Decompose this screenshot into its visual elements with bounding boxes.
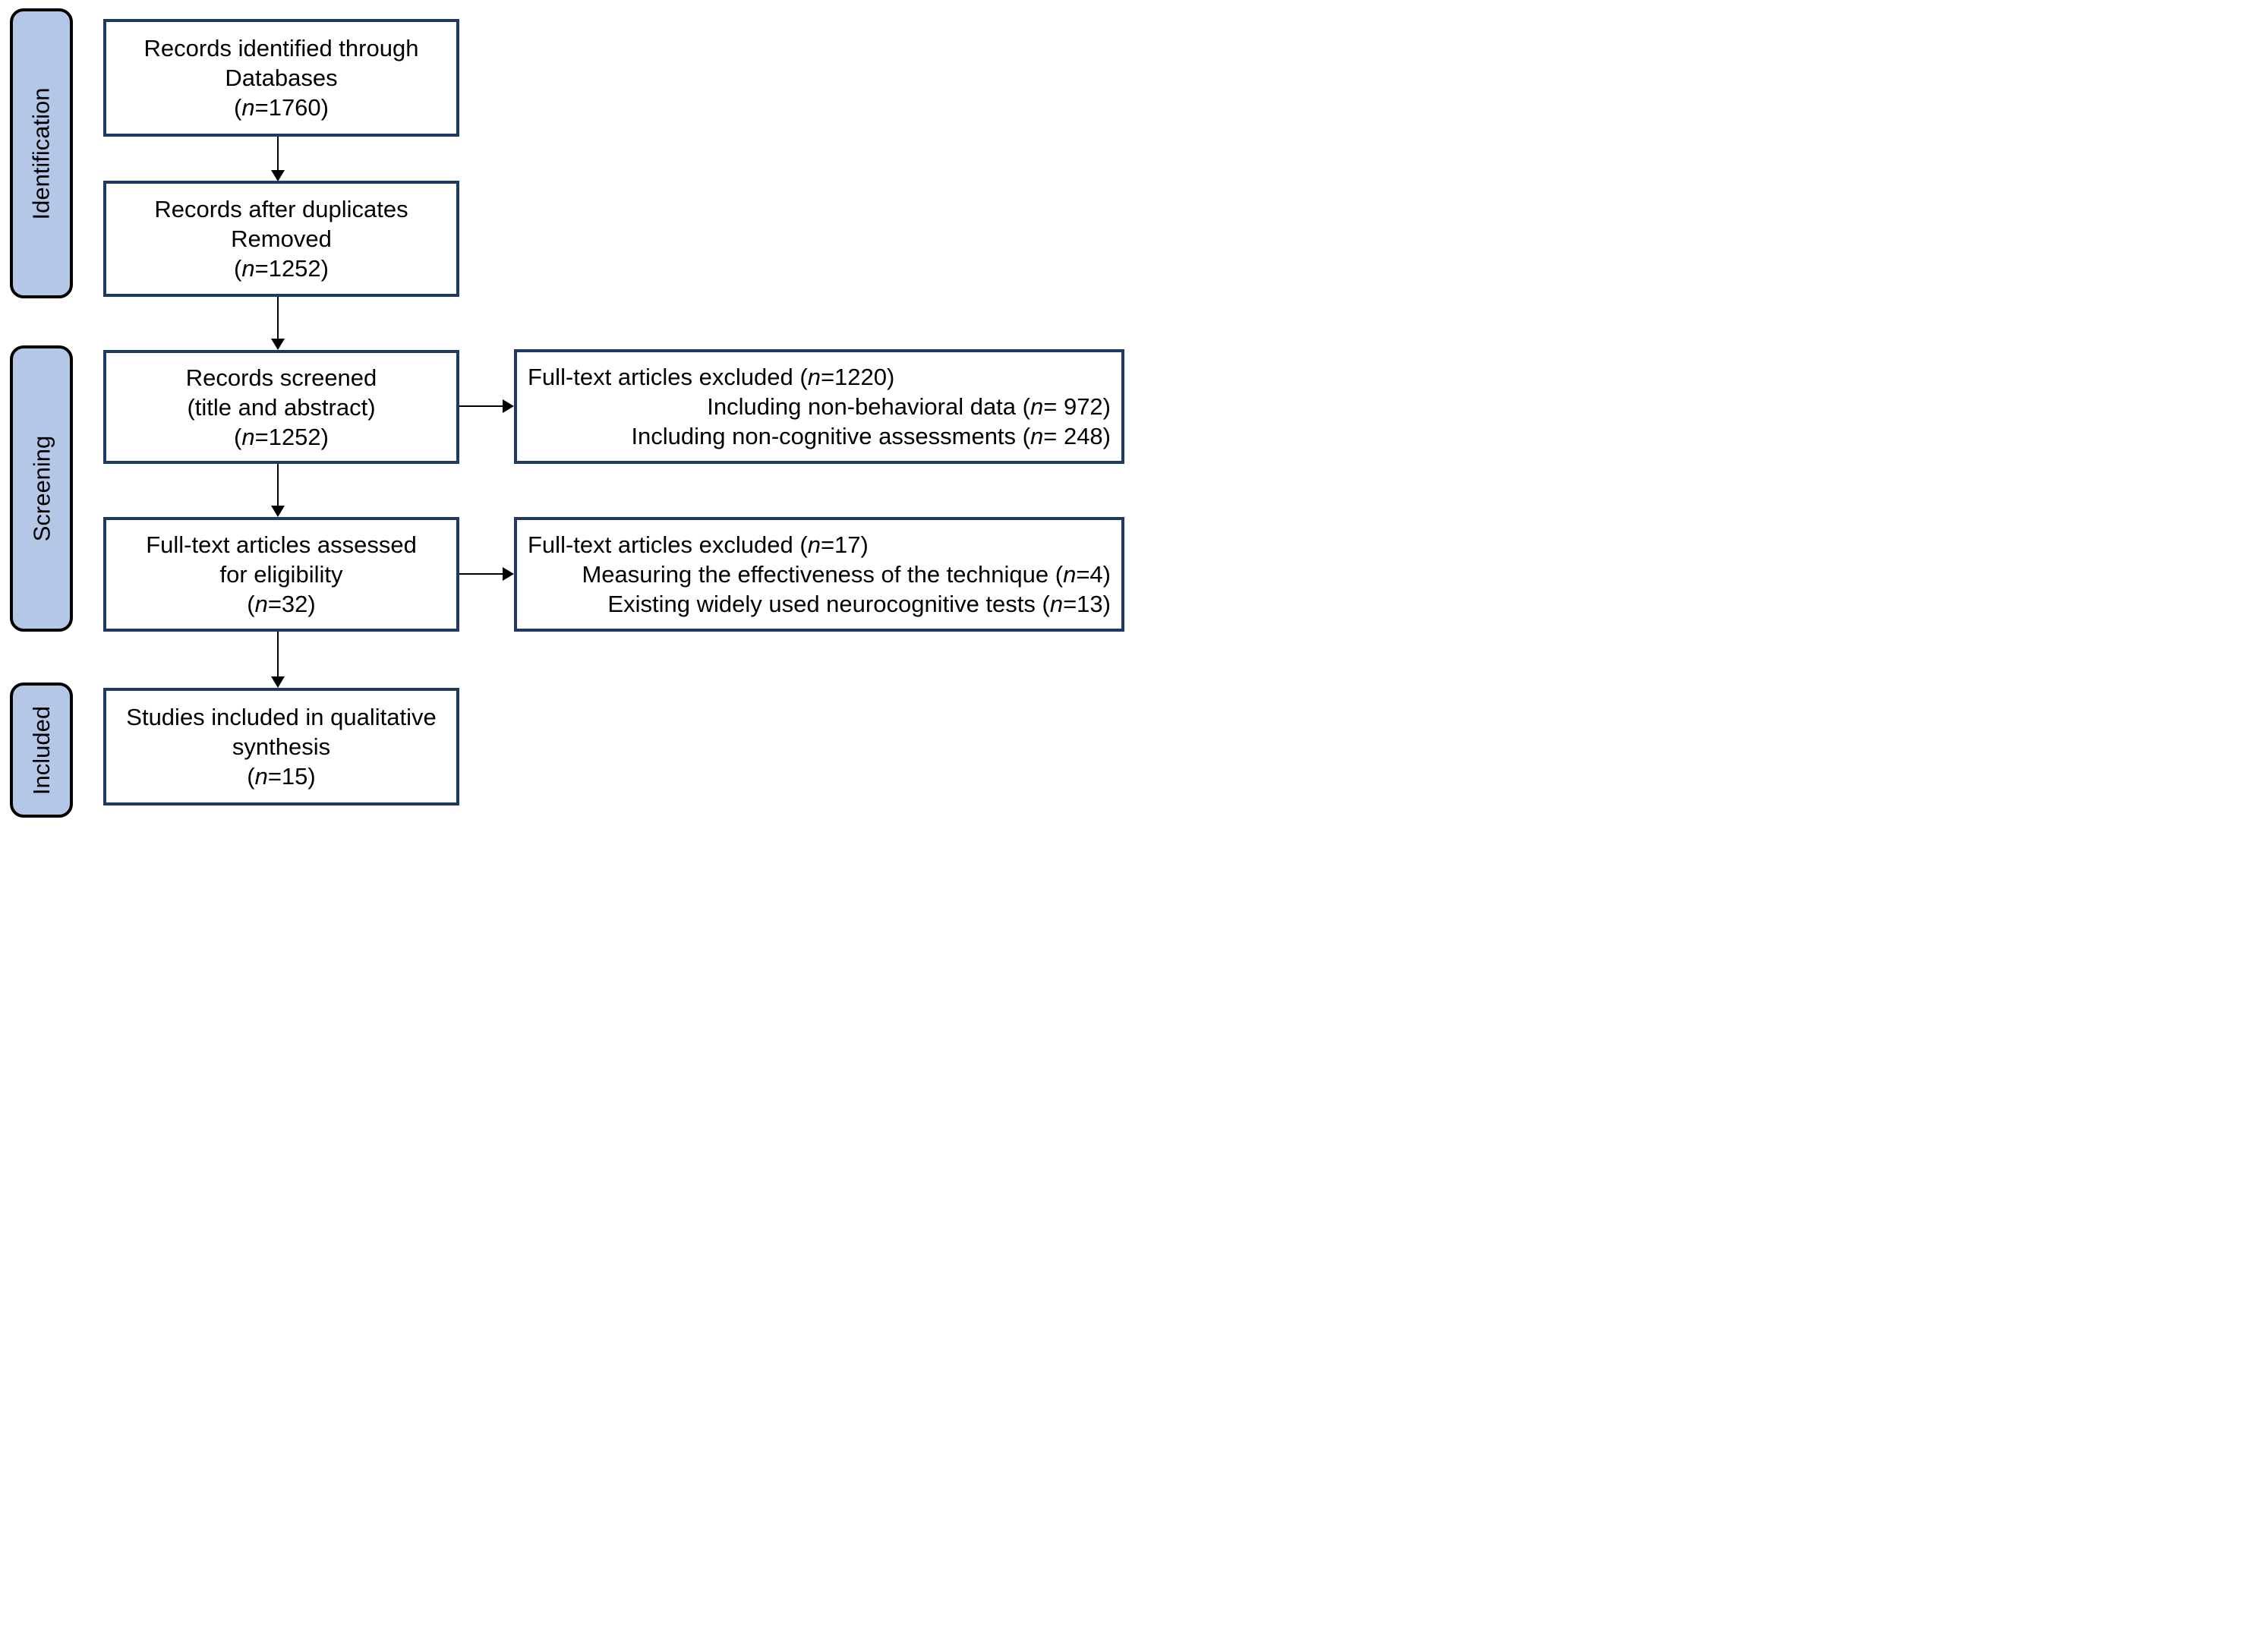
arrow-head-down-icon [271,676,285,688]
box-excluded-at-screening: Full-text articles excluded (n=1220) Incl… [514,349,1124,464]
arrow-line [277,137,279,171]
stage-identification: Identification [10,8,73,298]
arrow-head-right-icon [503,399,514,413]
box-line: Full-text articles excluded (n=1220) [528,364,895,390]
box-line: (n=15) [247,763,316,790]
box-line: (n=32) [247,591,316,617]
arrow-line [277,464,279,506]
stage-included-label: Included [28,705,55,795]
box-fulltext-assessed: Full-text articles assessed for eligibili… [103,517,459,632]
arrow-line [277,297,279,339]
box-line: (n=1252) [234,255,329,282]
box-line: Removed [231,225,332,252]
arrow-head-down-icon [271,339,285,350]
box-line: (title and abstract) [187,393,376,421]
prisma-flow-diagram: Identification Screening Included Record… [0,0,1132,826]
box-studies-included: Studies included in qualitative synthesis… [103,688,459,806]
box-line: Including non-behavioral data (n= 972) [707,393,1111,420]
box-line: synthesis [232,733,331,760]
box-line: (n=1760) [234,94,329,121]
stage-screening-label: Screening [28,435,55,542]
box-line: Records after duplicates [154,196,408,222]
arrow-line [459,573,503,575]
stage-identification-label: Identification [28,87,55,220]
box-line: Including non-cognitive assessments (n= … [631,423,1111,449]
box-line: Records identified through [143,35,419,61]
box-line: Full-text articles excluded (n=17) [528,531,869,558]
stage-screening: Screening [10,345,73,632]
box-line: Measuring the effectiveness of the techn… [582,561,1111,588]
box-line: Existing widely used neurocognitive test… [607,591,1111,617]
box-excluded-at-fulltext: Full-text articles excluded (n=17) Measur… [514,517,1124,632]
box-line: (n=1252) [234,423,329,450]
box-line: Full-text articles assessed [146,531,417,558]
arrow-line [277,632,279,677]
box-line: for eligibility [219,561,343,588]
arrow-head-down-icon [271,170,285,181]
arrow-line [459,405,503,407]
box-line: Studies included in qualitative [126,704,437,730]
stage-included: Included [10,683,73,818]
arrow-head-down-icon [271,506,285,517]
box-line: Records screened [185,364,377,391]
box-line: Databases [225,65,338,91]
arrow-head-right-icon [503,567,514,581]
box-records-screened: Records screened(title and abstract)(n=1… [103,350,459,464]
